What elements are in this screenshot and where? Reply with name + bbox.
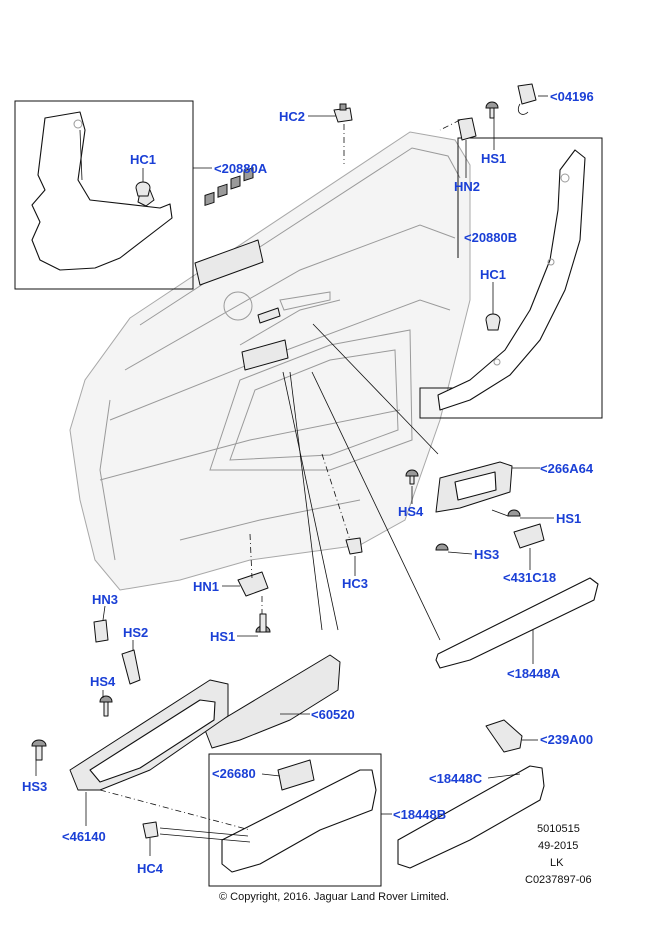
label-hc1-right: HC1 xyxy=(480,267,506,282)
screw-hs3-left xyxy=(31,739,47,761)
handle-266a64 xyxy=(435,461,513,513)
label-18448a: <18448A xyxy=(507,666,561,681)
bracket-hn2 xyxy=(457,117,477,141)
label-hs1-top: HS1 xyxy=(481,151,506,166)
label-hn3: HN3 xyxy=(92,592,118,607)
label-hc3: HC3 xyxy=(342,576,368,591)
copyright-notice: © Copyright, 2016. Jaguar Land Rover Lim… xyxy=(219,891,449,903)
screw-hs1-top xyxy=(485,101,499,119)
clip-hc1-left xyxy=(135,181,151,197)
info-line-3: LK xyxy=(550,857,564,869)
label-hn2: HN2 xyxy=(454,179,480,194)
screw-hs4-left xyxy=(99,695,113,717)
label-18448c: <18448C xyxy=(429,771,483,786)
info-line-2: 49-2015 xyxy=(538,840,578,852)
label-18448b: <18448B xyxy=(393,807,446,822)
clip-hn3 xyxy=(93,619,109,643)
armrest-46140 xyxy=(69,679,229,791)
bracket-60520 xyxy=(204,654,341,749)
info-line-1: 5010515 xyxy=(537,823,580,835)
lock-switch xyxy=(241,307,289,371)
screw-hs4-right xyxy=(405,469,419,485)
leader-lines xyxy=(35,95,554,856)
label-hn1: HN1 xyxy=(193,579,219,594)
label-hs4-left: HS4 xyxy=(90,674,116,689)
connector-239a00 xyxy=(485,719,523,753)
clip-hc1-right xyxy=(485,313,501,331)
screw-hs3-right xyxy=(435,543,449,551)
clip-hc2 xyxy=(333,103,353,123)
trim-panel-18448c xyxy=(397,765,545,869)
label-hc2: HC2 xyxy=(279,109,305,124)
label-239a00: <239A00 xyxy=(540,732,593,747)
label-20880a: <20880A xyxy=(214,161,268,176)
screw-hs1-mid xyxy=(255,613,271,633)
clip-hc4 xyxy=(142,821,159,839)
label-hs1-right: HS1 xyxy=(556,511,581,526)
label-hc4: HC4 xyxy=(137,861,164,876)
label-04196: <04196 xyxy=(550,89,594,104)
label-hs2: HS2 xyxy=(123,625,148,640)
label-hs4-right: HS4 xyxy=(398,504,424,519)
part-labels: HC2 <04196 HS1 HN2 <20880A HC1 <20880B H… xyxy=(22,89,594,876)
label-60520: <60520 xyxy=(311,707,355,722)
cover-431c18 xyxy=(513,523,545,549)
label-hs3-right: HS3 xyxy=(474,547,499,562)
info-block: 5010515 49-2015 LK C0237897-06 xyxy=(525,823,592,886)
speaker-04196 xyxy=(517,83,537,115)
bracket-hn1 xyxy=(237,571,269,597)
pin-hs2 xyxy=(121,649,141,685)
inset-box-20880b xyxy=(419,137,603,419)
info-line-4: C0237897-06 xyxy=(525,874,592,886)
screw-hs1-right xyxy=(491,509,521,517)
inset-box-20880a xyxy=(14,100,194,290)
label-hc1-left: HC1 xyxy=(130,152,156,167)
label-hs1-mid: HS1 xyxy=(210,629,235,644)
window-switch-pack xyxy=(194,167,264,286)
label-266a64: <266A64 xyxy=(540,461,594,476)
clip-hc3 xyxy=(345,537,363,555)
inset-box-18448b xyxy=(208,753,382,887)
label-hs3-left: HS3 xyxy=(22,779,47,794)
trim-strip-18448a xyxy=(435,577,599,669)
label-46140: <46140 xyxy=(62,829,106,844)
label-26680: <26680 xyxy=(212,766,256,781)
label-431c18: <431C18 xyxy=(503,570,556,585)
label-20880b: <20880B xyxy=(464,230,517,245)
